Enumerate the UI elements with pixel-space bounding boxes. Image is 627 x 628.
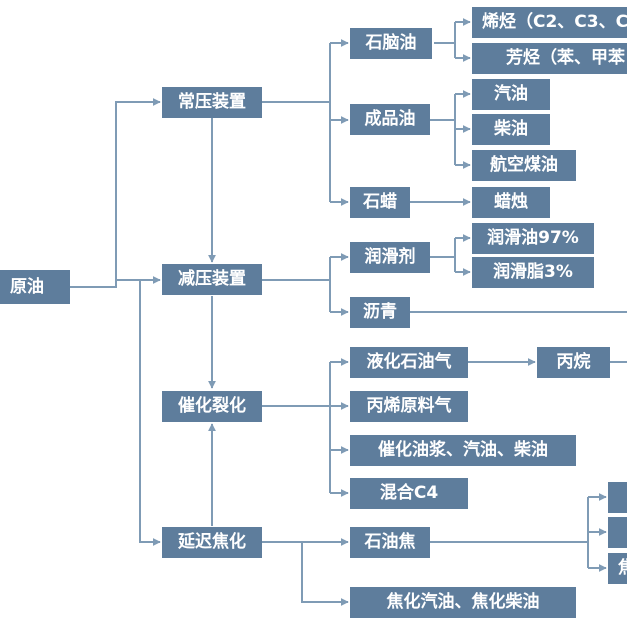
edge-coking-down (301, 542, 349, 606)
edge-crude-to-atmospheric (70, 98, 161, 288)
node-asphalt: 沥青 (350, 297, 410, 328)
node-grease: 润滑脂3% (472, 257, 594, 288)
node-jet-fuel: 航空煤油 (472, 150, 576, 181)
node-lpg: 液化石油气 (350, 347, 468, 378)
node-lube-oil: 润滑油97% (472, 223, 594, 254)
node-finished-oil: 成品油 (350, 104, 430, 135)
node-coke-output-3: 焦 (608, 553, 627, 584)
node-petroleum-coke: 石油焦 (350, 527, 430, 558)
node-vacuum-unit: 减压装置 (162, 264, 262, 295)
node-catalytic-cracking: 催化裂化 (162, 391, 262, 422)
node-naphtha: 石脑油 (350, 28, 432, 59)
node-delayed-coking: 延迟焦化 (162, 527, 262, 558)
node-aromatics: 芳烃（苯、甲苯 (472, 43, 627, 74)
node-crude-oil: 原油 (0, 270, 70, 304)
node-fcc-products: 催化油浆、汽油、柴油 (350, 435, 576, 466)
node-olefins: 烯烃（C2、C3、C (472, 7, 627, 38)
node-candle: 蜡烛 (472, 187, 550, 218)
node-propylene-feed-gas: 丙烯原料气 (350, 391, 468, 422)
node-gasoline: 汽油 (472, 79, 550, 110)
node-lubricant: 润滑剂 (350, 242, 430, 273)
node-paraffin-wax: 石蜡 (350, 187, 410, 218)
node-diesel: 柴油 (472, 114, 550, 145)
node-propane: 丙烷 (537, 347, 610, 378)
node-atmospheric-unit: 常压装置 (162, 87, 262, 118)
node-mixed-c4: 混合C4 (350, 478, 468, 509)
node-coke-output-1 (608, 482, 627, 513)
node-coke-output-2 (608, 517, 627, 548)
edge-vacuum-to-coking (139, 279, 161, 546)
node-coker-products: 焦化汽油、焦化柴油 (350, 587, 576, 618)
